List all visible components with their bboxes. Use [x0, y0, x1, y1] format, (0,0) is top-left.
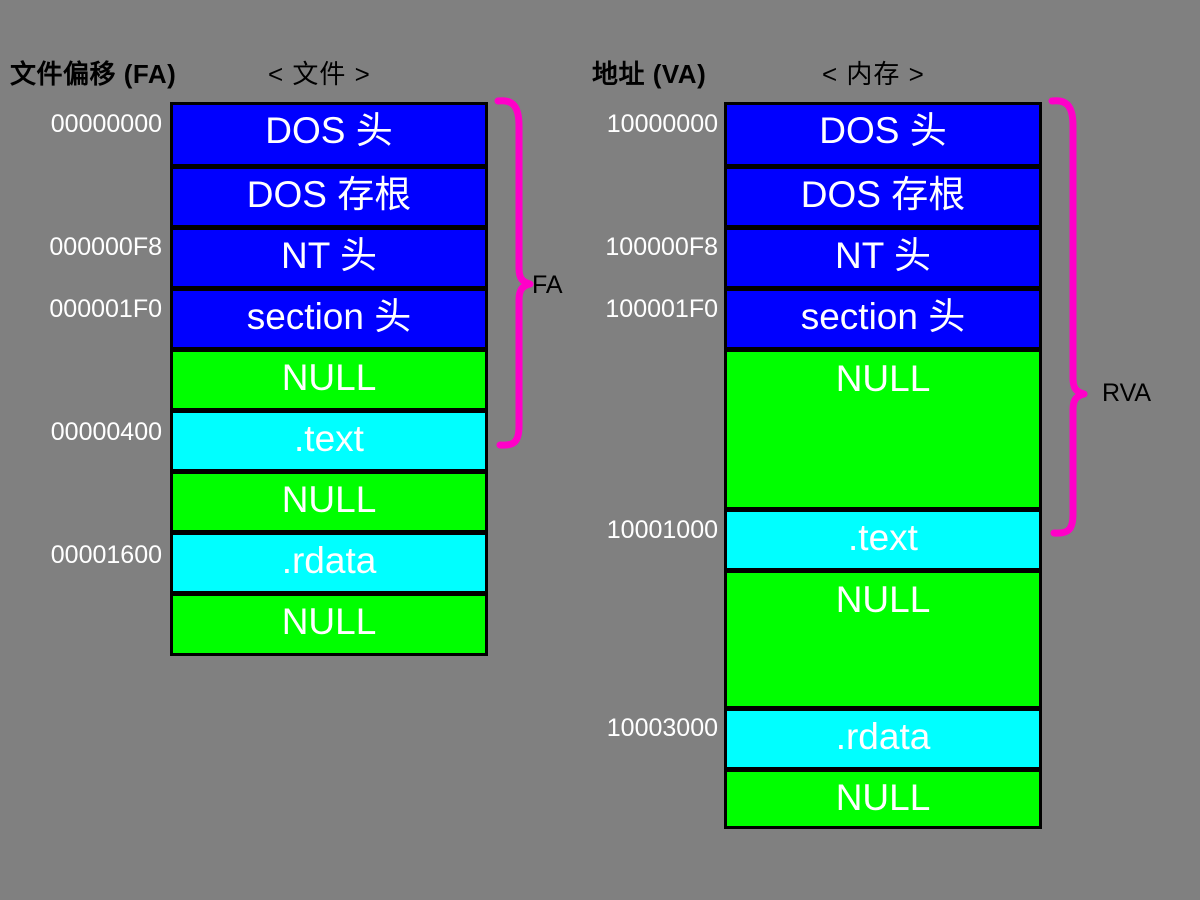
memory-address-100001F0: 100001F0 — [605, 295, 718, 323]
file-block-label: .rdata — [281, 540, 377, 581]
memory-block-text[interactable]: .text — [727, 509, 1039, 571]
file-block-nt-header[interactable]: NT 头 — [173, 227, 485, 289]
file-address-00001600: 00001600 — [50, 541, 162, 569]
memory-block-nt-header[interactable]: NT 头 — [727, 227, 1039, 289]
fa-bracket-label: FA — [532, 271, 563, 299]
memory-block-null-2[interactable]: NULL — [727, 570, 1039, 709]
file-block-rdata[interactable]: .rdata — [173, 532, 485, 594]
memory-address-axis-label: 地址 (VA) — [592, 59, 707, 89]
file-address-000001F0: 000001F0 — [49, 295, 162, 323]
memory-block-label: NULL — [835, 358, 931, 399]
memory-address-10003000: 10003000 — [606, 714, 718, 742]
memory-block-null-3[interactable]: NULL — [727, 769, 1039, 829]
memory-block-label: NULL — [835, 777, 931, 818]
memory-block-label: .text — [848, 517, 918, 558]
rva-bracket-label: RVA — [1102, 379, 1152, 407]
memory-column-title: < 内存 > — [822, 59, 925, 89]
file-column-title: < 文件 > — [268, 59, 371, 89]
file-block-label: DOS 头 — [265, 110, 393, 151]
memory-block-rdata[interactable]: .rdata — [727, 708, 1039, 770]
file-block-label: NULL — [281, 479, 377, 520]
file-block-label: NULL — [281, 357, 377, 398]
file-block-label: section 头 — [246, 296, 412, 337]
file-block-dos-header[interactable]: DOS 头 — [173, 105, 485, 167]
file-block-label: NT 头 — [281, 235, 377, 276]
memory-block-dos-header[interactable]: DOS 头 — [727, 105, 1039, 167]
memory-block-label: NULL — [835, 579, 931, 620]
memory-block-section-header[interactable]: section 头 — [727, 288, 1039, 350]
file-block-section-header[interactable]: section 头 — [173, 288, 485, 350]
file-block-dos-stub[interactable]: DOS 存根 — [173, 166, 485, 228]
memory-address-10000000: 10000000 — [606, 110, 718, 138]
memory-address-100000F8: 100000F8 — [605, 233, 718, 261]
memory-block-label: section 头 — [800, 296, 966, 337]
file-block-label: DOS 存根 — [246, 174, 412, 215]
memory-block-null-1[interactable]: NULL — [727, 349, 1039, 510]
file-block-null-1[interactable]: NULL — [173, 349, 485, 411]
memory-address-10001000: 10001000 — [606, 516, 718, 544]
rva-bracket — [1046, 96, 1106, 544]
file-offset-axis-label: 文件偏移 (FA) — [10, 59, 177, 89]
memory-block-label: DOS 存根 — [800, 174, 966, 215]
memory-block-dos-stub[interactable]: DOS 存根 — [727, 166, 1039, 228]
file-layout-stack: DOS 头 DOS 存根 NT 头 section 头 NULL .text N… — [170, 102, 488, 656]
file-block-null-3[interactable]: NULL — [173, 593, 485, 656]
file-address-00000400: 00000400 — [50, 418, 162, 446]
memory-block-label: DOS 头 — [819, 110, 947, 151]
file-block-null-2[interactable]: NULL — [173, 471, 485, 533]
memory-block-label: NT 头 — [835, 235, 931, 276]
file-block-text[interactable]: .text — [173, 410, 485, 472]
file-address-000000F8: 000000F8 — [49, 233, 162, 261]
file-address-00000000: 00000000 — [50, 110, 162, 138]
file-block-label: .text — [294, 418, 364, 459]
memory-block-label: .rdata — [835, 716, 931, 757]
file-block-label: NULL — [281, 601, 377, 642]
memory-layout-stack: DOS 头 DOS 存根 NT 头 section 头 NULL .text N… — [724, 102, 1042, 829]
